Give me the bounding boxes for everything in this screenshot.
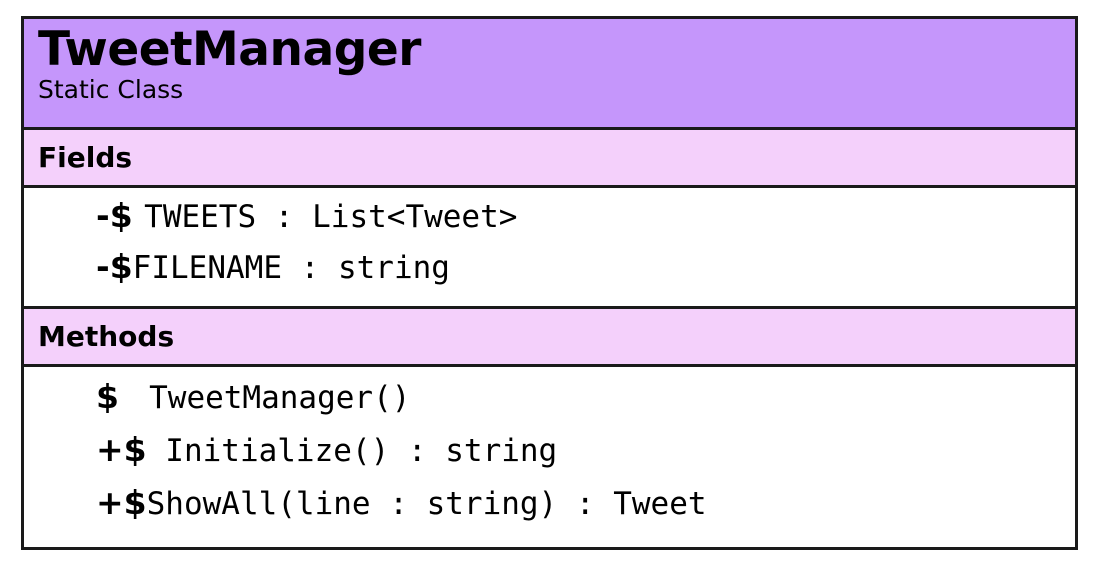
method-row-showall[interactable]: +$ ShowAll(line : string) : Tweet xyxy=(24,483,1075,536)
visibility-static-marker: -$ xyxy=(96,247,133,286)
visibility-static-marker: -$ xyxy=(96,196,145,235)
field-signature: TWEETS : List<Tweet> xyxy=(144,199,518,235)
section-header-methods: Methods xyxy=(24,309,1075,367)
method-row-constructor[interactable]: $ TweetManager() xyxy=(24,377,1075,430)
uml-class-box-tweetmanager[interactable]: TweetManager Static Class Fields -$ TWEE… xyxy=(21,16,1078,550)
method-signature: Initialize() : string xyxy=(146,433,558,469)
methods-compartment: $ TweetManager() +$ Initialize() : strin… xyxy=(24,367,1075,547)
fields-compartment: -$ TWEETS : List<Tweet> -$ FILENAME : st… xyxy=(24,188,1075,309)
visibility-static-marker: +$ xyxy=(96,430,147,469)
visibility-static-marker: $ xyxy=(96,377,131,416)
class-stereotype: Static Class xyxy=(38,74,184,104)
field-row-tweets[interactable]: -$ TWEETS : List<Tweet> xyxy=(24,196,1075,247)
section-title-methods: Methods xyxy=(38,320,175,353)
method-signature: ShowAll(line : string) : Tweet xyxy=(146,486,707,522)
visibility-static-marker: +$ xyxy=(96,483,147,522)
field-signature: FILENAME : string xyxy=(132,250,450,286)
class-name: TweetManager xyxy=(38,22,421,77)
field-row-filename[interactable]: -$ FILENAME : string xyxy=(24,247,1075,298)
method-signature: TweetManager() xyxy=(130,380,411,416)
class-header-compartment: TweetManager Static Class xyxy=(24,19,1075,130)
method-row-initialize[interactable]: +$ Initialize() : string xyxy=(24,430,1075,483)
section-header-fields: Fields xyxy=(24,130,1075,188)
section-title-fields: Fields xyxy=(38,141,133,174)
